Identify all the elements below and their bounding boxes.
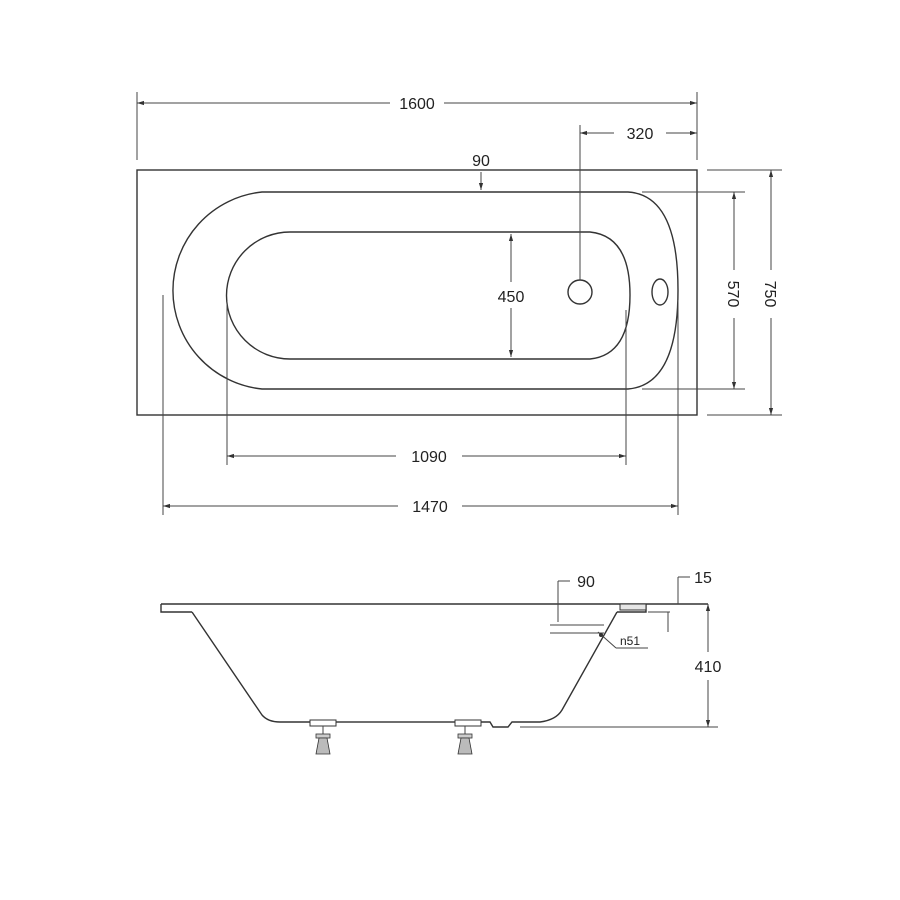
dim-overall-width: 750	[761, 281, 778, 308]
dim-overflow-diameter: n51	[620, 634, 640, 648]
drain-hole	[567, 279, 593, 305]
basin-outer-edge	[172, 191, 679, 390]
basin-bottom-edge	[225, 231, 631, 360]
dim-rim-width: 90	[472, 153, 490, 170]
foot-bracket-right	[454, 719, 482, 727]
leg-left	[315, 726, 331, 755]
dim-overall-length: 1600	[399, 96, 435, 113]
dim-drain-offset: 320	[627, 126, 654, 143]
dim-bottom-length: 1090	[411, 449, 447, 466]
dim-inner-length-inside: 570	[724, 281, 741, 308]
dim-height: 410	[695, 659, 722, 676]
dim-drain-depth: 90	[577, 574, 595, 591]
overflow-marker	[599, 633, 603, 637]
dim-inner-length: 1470	[412, 499, 448, 516]
dim-inner-width: 450	[498, 289, 525, 306]
leg-right	[457, 726, 473, 755]
overflow-hole	[651, 278, 669, 306]
overflow-fitting	[619, 603, 647, 611]
tub-body-profile	[191, 611, 618, 728]
dim-rim-thickness: 15	[694, 570, 712, 587]
tub-outline-rect	[136, 169, 698, 416]
side-view: 90 15 n51 410	[160, 570, 730, 755]
top-view: 1600 320 90 450 570 750 1090	[136, 92, 782, 516]
foot-bracket-left	[309, 719, 337, 727]
